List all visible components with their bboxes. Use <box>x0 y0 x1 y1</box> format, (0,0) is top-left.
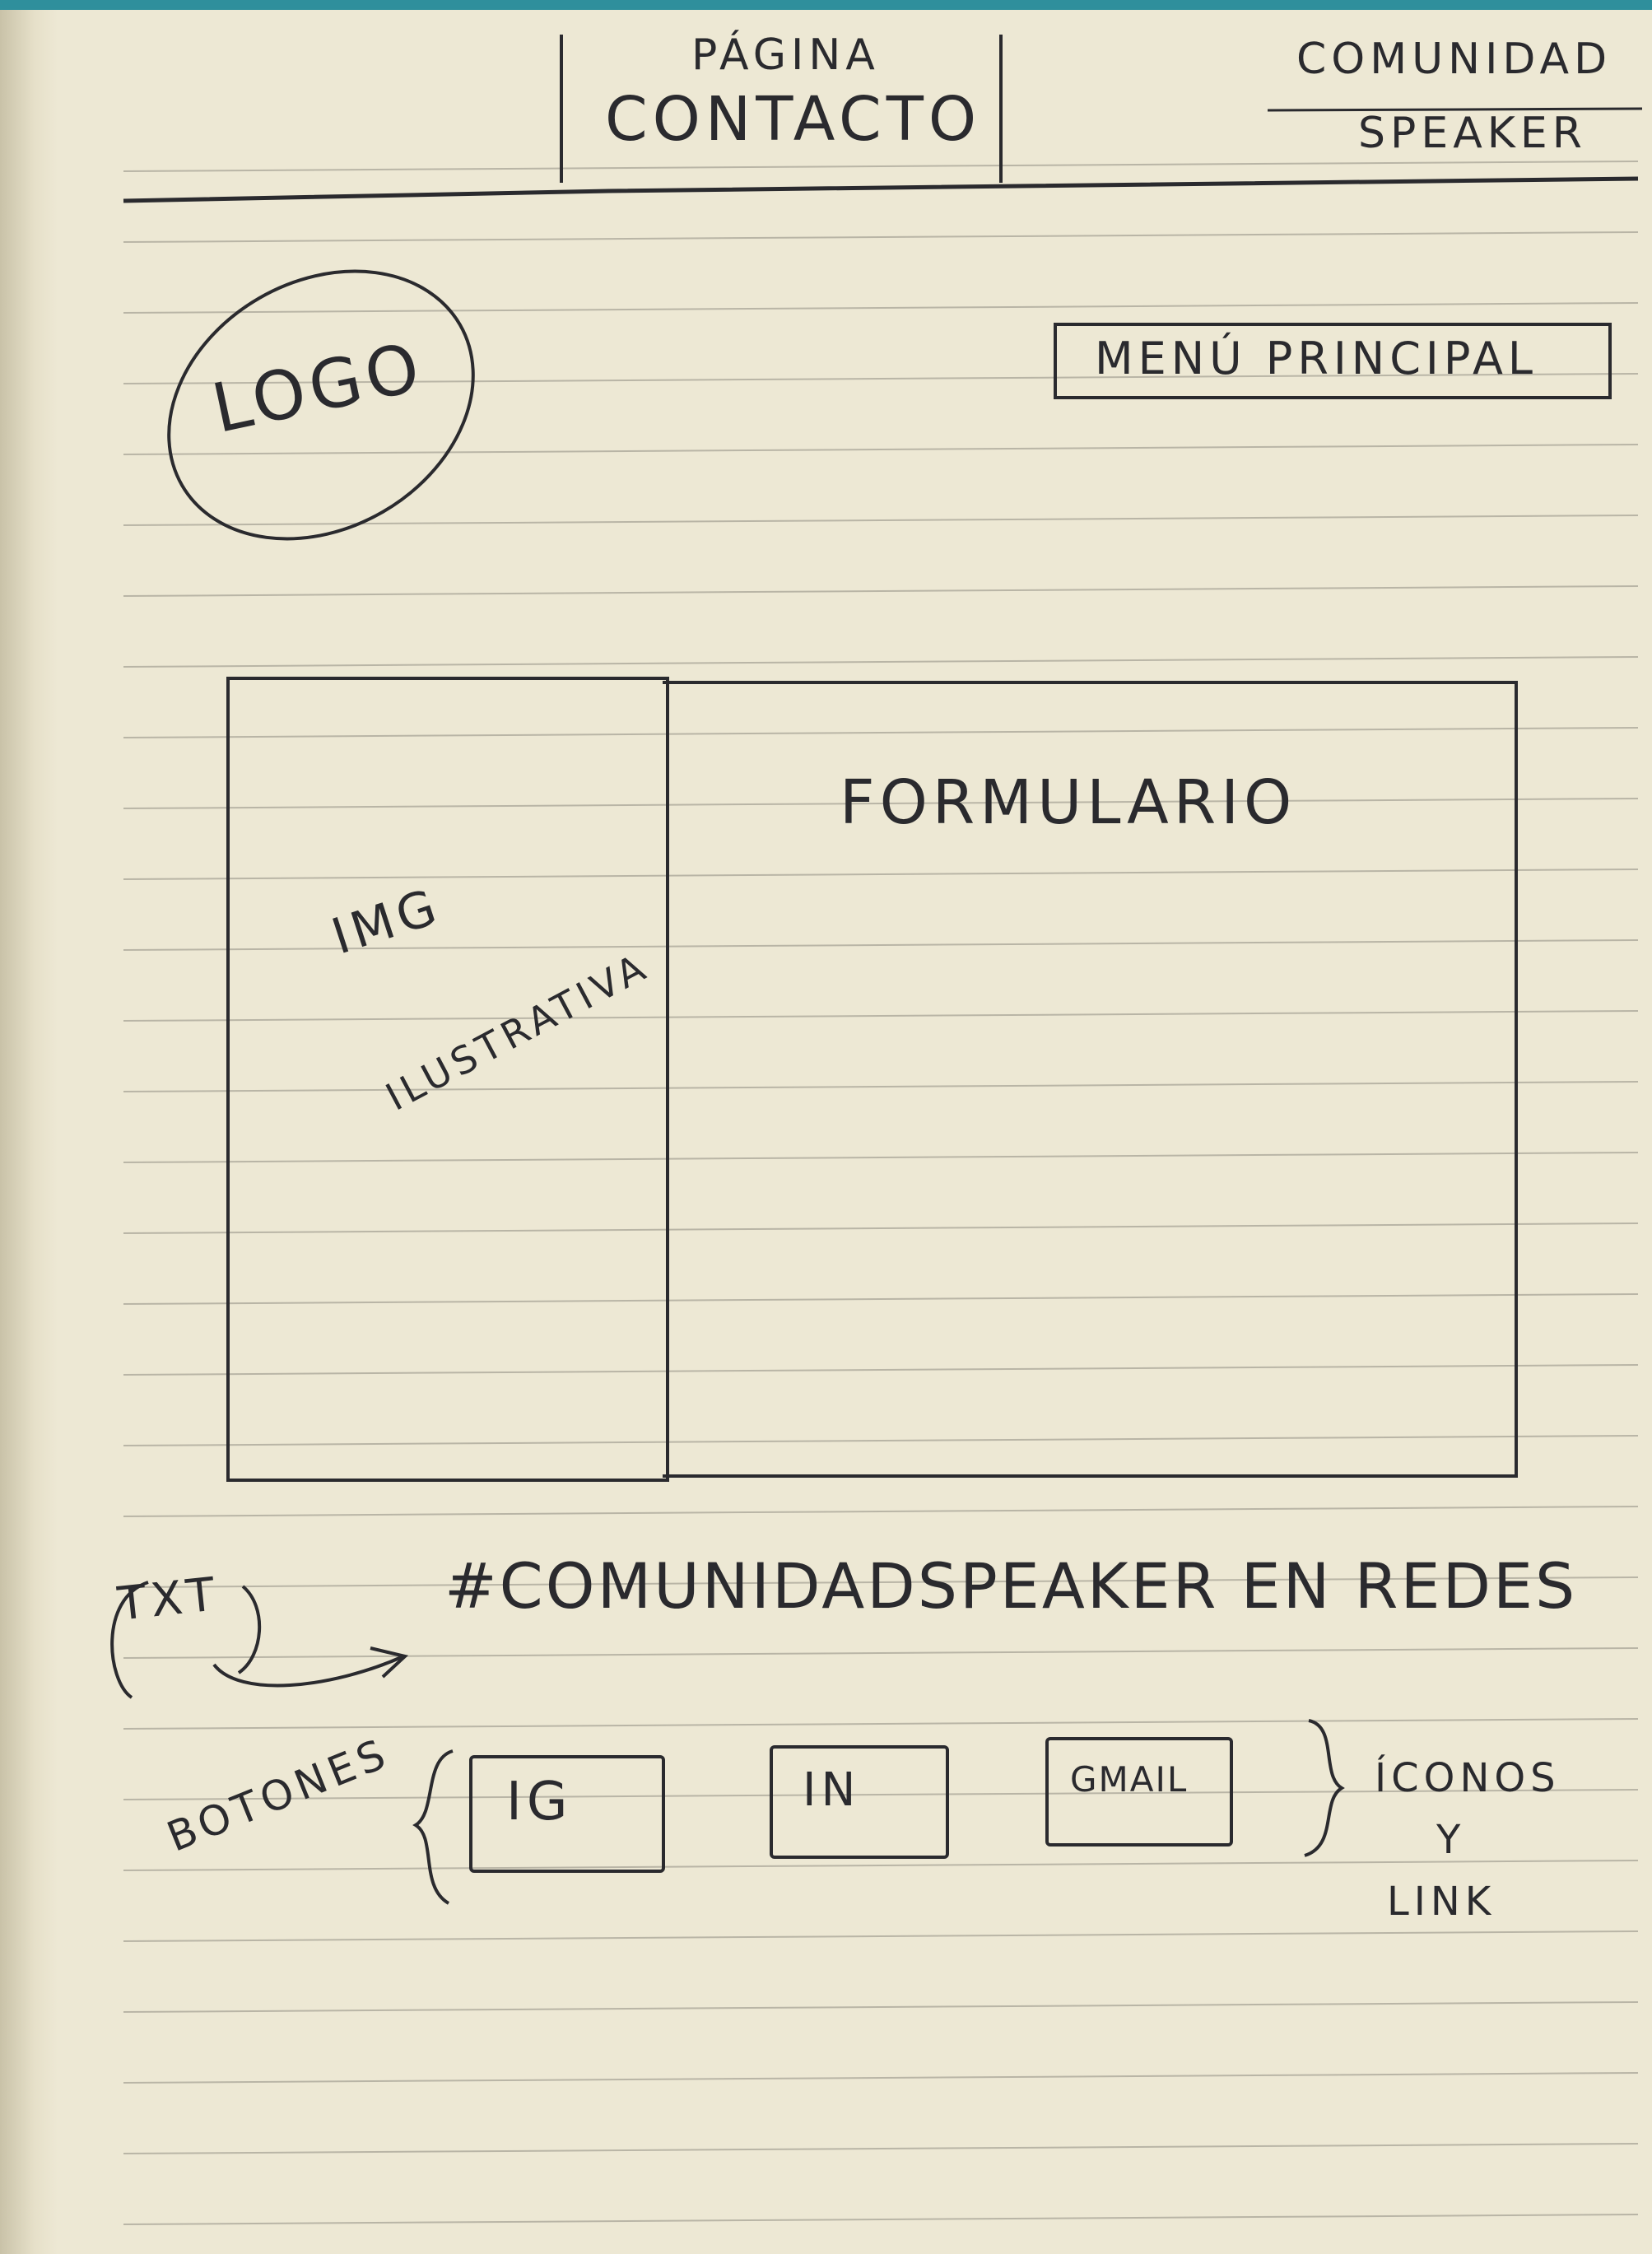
page-title-line2: CONTACTO <box>605 84 982 155</box>
ruled-line <box>123 1789 1639 1800</box>
brand-name-line1: COMUNIDAD <box>1296 35 1612 84</box>
ruled-line <box>123 1576 1639 1588</box>
ruled-line <box>123 1506 1639 1517</box>
ruled-line <box>123 1152 1639 1163</box>
ruled-line <box>123 1718 1639 1730</box>
ruled-line <box>123 1222 1639 1234</box>
brand-name-line2: SPEAKER <box>1358 109 1587 158</box>
gmail-button[interactable] <box>1045 1737 1233 1847</box>
ruled-line <box>123 585 1639 597</box>
ruled-line <box>123 2214 1639 2225</box>
ruled-line <box>123 2072 1639 2084</box>
ruled-line <box>123 1364 1639 1376</box>
ruled-line <box>123 302 1639 314</box>
social-heading: #COMUNIDADSPEAKER EN REDES <box>444 1549 1578 1623</box>
instagram-button[interactable] <box>469 1755 665 1873</box>
logo-outline <box>167 269 475 541</box>
main-menu[interactable] <box>1054 323 1612 399</box>
ruled-line <box>123 1293 1639 1305</box>
linkedin-button-label: IN <box>803 1763 861 1817</box>
image-panel <box>226 677 669 1482</box>
icons-note-1: ÍCONOS <box>1375 1755 1561 1801</box>
notebook-page: PÁGINA CONTACTO COMUNIDAD SPEAKER LOGO M… <box>0 10 1652 2254</box>
linkedin-button[interactable] <box>770 1745 949 1859</box>
ruled-line <box>123 373 1639 384</box>
ruled-line <box>123 1081 1639 1092</box>
header-divider <box>123 107 1643 203</box>
buttons-brace-icon <box>412 1749 454 1905</box>
form-label: FORMULARIO <box>840 767 1297 838</box>
contact-form-panel[interactable] <box>663 681 1518 1478</box>
txt-arrow-icon <box>110 1581 409 1699</box>
gmail-button-label: GMAIL <box>1070 1759 1189 1800</box>
ruled-line <box>123 727 1639 738</box>
ruled-line <box>123 869 1639 880</box>
instagram-button-label: IG <box>506 1772 573 1833</box>
main-menu-label: MENÚ PRINCIPAL <box>1095 333 1538 384</box>
ruled-line <box>123 1930 1639 1942</box>
ruled-line <box>123 798 1639 809</box>
icons-note-3: LINK <box>1387 1879 1496 1925</box>
ruled-line <box>123 1435 1639 1446</box>
ruled-line <box>123 656 1639 668</box>
page-title-box <box>560 35 1003 183</box>
icons-note-2: Y <box>1436 1817 1466 1863</box>
ruled-line <box>123 1647 1639 1659</box>
ruled-line <box>123 2001 1639 2013</box>
ruled-line <box>123 1010 1639 1022</box>
ruled-line <box>123 515 1639 526</box>
ruled-line <box>123 1860 1639 1871</box>
ruled-line <box>123 2143 1639 2154</box>
ruled-line <box>123 231 1639 243</box>
page-title-line1: PÁGINA <box>691 30 880 80</box>
ruled-lines <box>123 161 1639 2225</box>
icons-brace-icon <box>1304 1719 1345 1857</box>
ruled-line <box>123 444 1639 455</box>
ruled-line <box>123 161 1639 172</box>
ruled-line <box>123 939 1639 951</box>
